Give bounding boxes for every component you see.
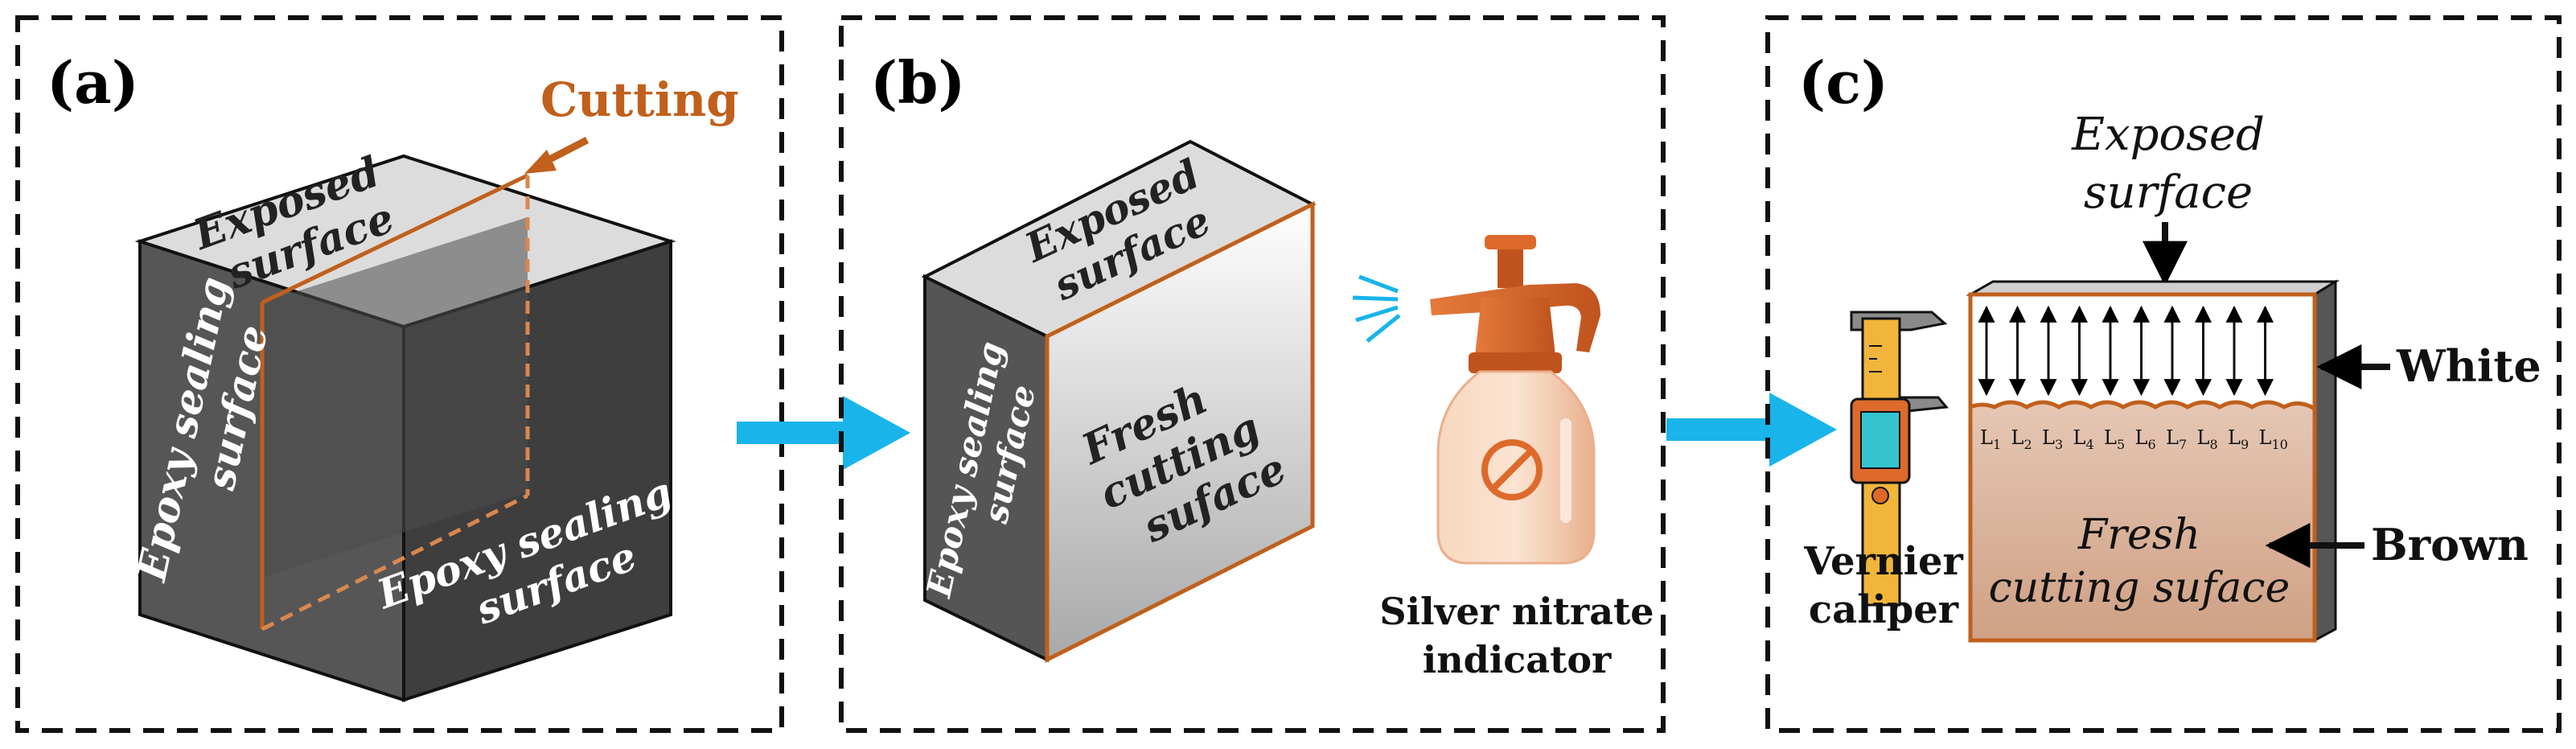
cube-a-cut-plane xyxy=(262,217,528,578)
panel-b-label: (b) xyxy=(870,48,965,117)
c-fresh-label-1: Fresh xyxy=(2077,511,2200,559)
cutting-label: Cutting xyxy=(540,72,739,127)
cutting-line-hidden-bottom xyxy=(261,493,529,632)
panel-a: (a) Cutting Exposed surface Epoxy sealin… xyxy=(15,15,784,733)
panel-b: (b) Exposed surface Epoxy sealing surfac… xyxy=(839,15,1666,733)
measurement-arrows xyxy=(1978,305,2274,397)
caliper-label-1: Vernier xyxy=(1803,539,1963,584)
indicator-label-2: indicator xyxy=(1423,638,1612,681)
block-b xyxy=(921,139,1317,664)
white-label: White xyxy=(2396,340,2541,392)
process-arrow-1 xyxy=(737,396,910,470)
cube-a xyxy=(134,154,676,702)
c-exposed-label-1: Exposed xyxy=(2071,109,2265,161)
brown-label: Brown xyxy=(2371,519,2529,570)
specimen-c-outline xyxy=(1968,292,2317,643)
spray-bottle-icon xyxy=(1352,235,1600,565)
panel-a-border xyxy=(15,15,784,733)
cutting-arrow-head xyxy=(524,150,557,174)
block-b-fresh-face xyxy=(1045,200,1315,664)
indicator-label-1: Silver nitrate xyxy=(1379,590,1654,633)
panel-c-border xyxy=(1765,15,2562,733)
color-boundary xyxy=(1970,400,2316,411)
panel-a-label: (a) xyxy=(47,48,139,117)
vernier-caliper-icon xyxy=(1850,311,1949,607)
panel-c-label: (c) xyxy=(1798,48,1888,117)
caliper-label-2: caliper xyxy=(1809,587,1959,632)
c-exposed-label-2: surface xyxy=(2084,167,2253,219)
specimen-c-side xyxy=(2313,279,2337,643)
panel-b-border xyxy=(839,15,1666,733)
cutting-line-top xyxy=(261,173,529,305)
c-fresh-label-2: cutting suface xyxy=(1989,564,2290,612)
process-arrow-2 xyxy=(1666,393,1837,467)
